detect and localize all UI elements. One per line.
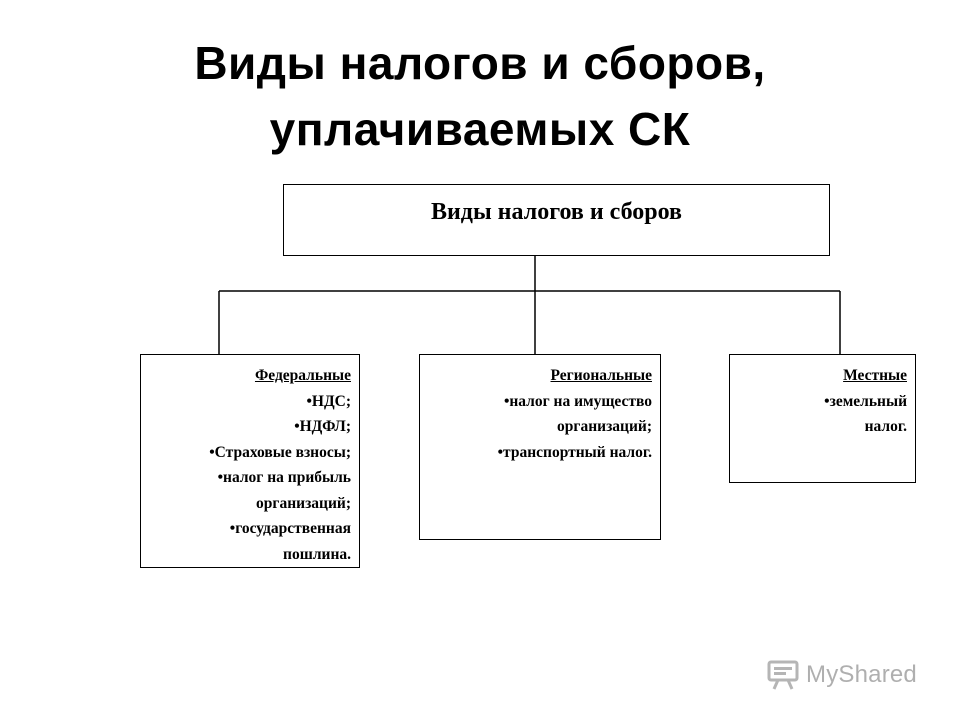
- local-taxes-heading: Местные: [843, 367, 907, 384]
- regional-taxes-node: Региональные •налог на имущество организ…: [419, 354, 661, 540]
- federal-tax-item: организаций;: [256, 494, 351, 512]
- watermark-text: MyShared: [806, 661, 917, 688]
- federal-taxes-heading: Федеральные: [254, 367, 351, 384]
- federal-tax-item: пошлина.: [283, 545, 351, 563]
- federal-tax-item: •государственная: [229, 520, 351, 537]
- slide-title-line-1: Виды налогов и сборов,: [194, 37, 766, 89]
- regional-taxes-heading: Региональные: [550, 367, 652, 384]
- myshared-watermark: MyShared: [766, 655, 917, 695]
- federal-tax-item: •налог на прибыль: [217, 469, 351, 486]
- slide-title: Виды налогов и сборов, уплачиваемых СК: [0, 30, 960, 162]
- regional-tax-item: •транспортный налог.: [497, 443, 652, 461]
- local-tax-item: налог.: [864, 418, 907, 435]
- federal-tax-item: •Страховые взносы;: [209, 443, 351, 461]
- local-taxes-node: Местные •земельный налог.: [729, 354, 916, 483]
- regional-tax-item: организаций;: [557, 418, 652, 435]
- root-node: Виды налогов и сборов: [283, 184, 830, 256]
- federal-tax-item: •НДС;: [306, 392, 351, 410]
- slide-title-line-2: уплачиваемых СК: [269, 103, 691, 155]
- presentation-board-icon: [767, 660, 799, 690]
- federal-tax-item: •НДФЛ;: [294, 418, 351, 435]
- root-node-label: Виды налогов и сборов: [430, 199, 683, 225]
- federal-taxes-node: Федеральные •НДС; •НДФЛ; •Страховые взно…: [140, 354, 360, 568]
- regional-tax-item: •налог на имущество: [503, 392, 652, 410]
- local-tax-item: •земельный: [824, 392, 907, 410]
